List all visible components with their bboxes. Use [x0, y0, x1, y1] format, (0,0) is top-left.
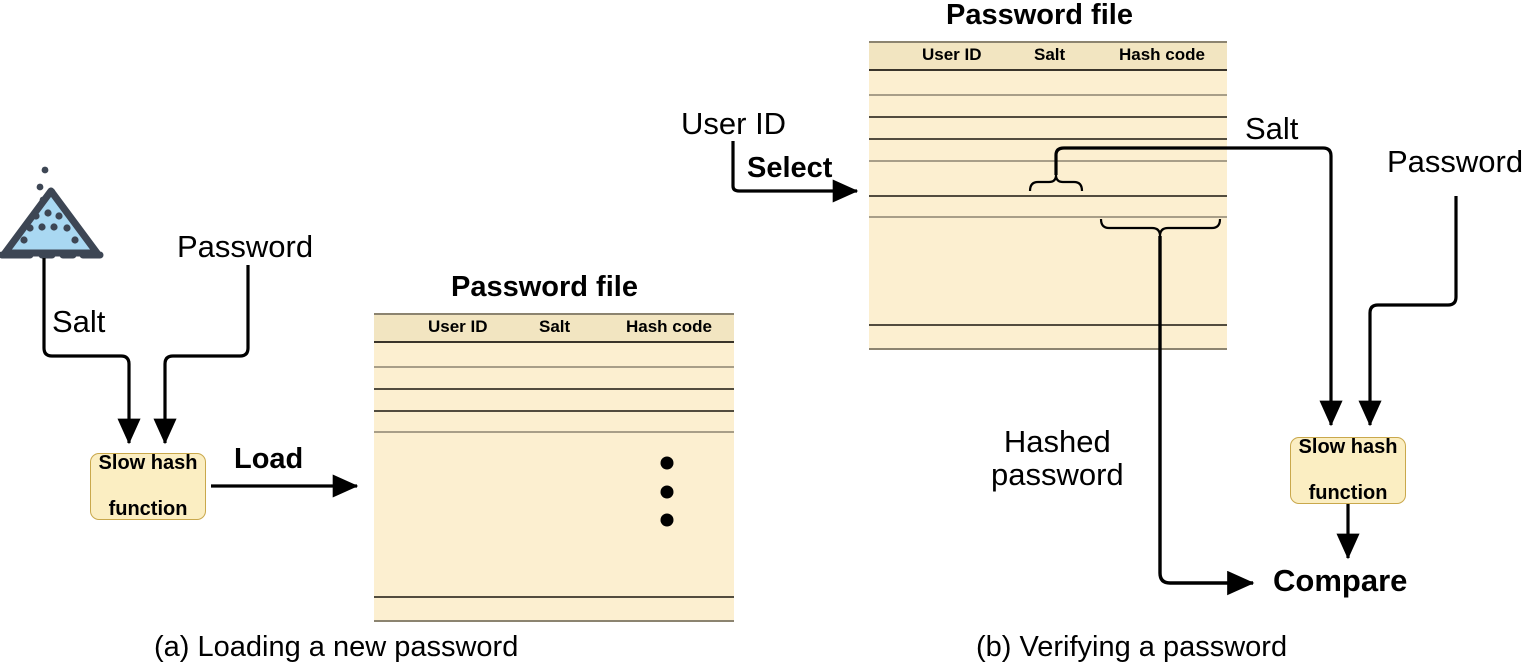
password-label-b: Password [1387, 144, 1524, 179]
hashed-password-connector [1158, 236, 1255, 596]
password-connector-b [1358, 196, 1458, 427]
slow-hash-function-box-b: Slow hash function [1290, 436, 1406, 505]
column-header-hashcode-b: Hash code [1119, 45, 1205, 64]
hash-line2-a: function [108, 498, 188, 520]
slow-hash-function-box-a: Slow hash function [90, 452, 206, 521]
column-header-userid-b: User ID [922, 45, 982, 64]
panel-b-password-table [869, 41, 1227, 350]
salt-connector-a [42, 258, 141, 445]
column-header-salt-a: Salt [539, 317, 571, 336]
slow-hash-function-text-a: Slow hash function [99, 452, 198, 521]
caption-b: (b) Verifying a password [976, 631, 1288, 663]
user-id-label: User ID [681, 106, 787, 141]
password-label-a: Password [177, 229, 314, 264]
hash-line2-b: function [1308, 482, 1388, 504]
password-connector-a [153, 265, 250, 445]
select-connector [731, 141, 859, 203]
salt-connector-b [1054, 146, 1343, 427]
compare-label: Compare [1273, 563, 1408, 598]
salt-label-b: Salt [1245, 111, 1299, 146]
select-label: Select [747, 152, 833, 184]
salt-label-a: Salt [52, 304, 106, 339]
panel-a-password-table [374, 313, 734, 622]
column-header-hashcode-a: Hash code [626, 317, 712, 336]
salt-pile-icon [0, 166, 104, 259]
load-label: Load [234, 443, 304, 475]
hashed-password-label: Hashed password [991, 424, 1124, 492]
column-header-salt-b: Salt [1034, 45, 1066, 64]
hash-line1-b: Slow hash [1298, 436, 1398, 458]
password-file-title-a: Password file [451, 271, 638, 303]
vertical-ellipsis-icon [660, 456, 674, 527]
hashed-password-line2: password [991, 456, 1124, 492]
hashed-password-line1: Hashed [1003, 424, 1111, 459]
hash-line1-a: Slow hash [98, 452, 198, 474]
slow-hash-function-text-b: Slow hash function [1299, 436, 1398, 505]
caption-a: (a) Loading a new password [154, 631, 519, 663]
column-header-userid-a: User ID [428, 317, 488, 336]
password-file-title-b: Password file [946, 0, 1133, 31]
